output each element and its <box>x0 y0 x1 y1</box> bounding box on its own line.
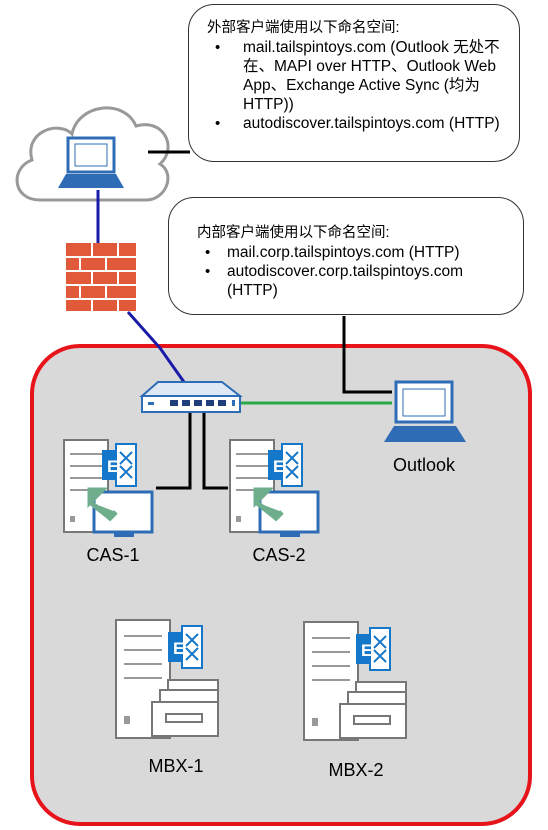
outlook-laptop-icon <box>384 380 466 442</box>
internal-callout-title: 内部客户端使用以下命名空间: <box>197 225 390 241</box>
mbx1-label: MBX-1 <box>148 756 204 776</box>
mbx2-server-icon <box>303 621 407 741</box>
external-namespace-list: mail.tailspintoys.com (Outlook 无处不在、MAPI… <box>207 38 509 133</box>
external-namespace-item: mail.tailspintoys.com (Outlook 无处不在、MAPI… <box>207 38 509 114</box>
link-firewall-switch <box>126 311 186 383</box>
link-switch-cas2 <box>202 412 228 490</box>
cas2-label: CAS-2 <box>252 545 306 565</box>
cas1-label: CAS-1 <box>86 545 140 565</box>
cas2-server-icon <box>229 439 320 537</box>
cas1-server-icon <box>63 439 154 537</box>
outlook-label: Outlook <box>392 455 456 475</box>
link-outlook-internal-callout <box>342 316 392 394</box>
exchange-icon <box>355 627 391 671</box>
external-namespace-item: autodiscover.tailspintoys.com (HTTP) <box>207 114 509 133</box>
external-callout-title: 外部客户端使用以下命名空间: <box>207 20 400 36</box>
storage-icon <box>339 681 407 739</box>
internal-namespace-list: mail.corp.tailspintoys.com (HTTP) autodi… <box>197 243 513 300</box>
exchange-site-boundary <box>30 344 532 826</box>
firewall-icon <box>66 243 136 311</box>
internal-namespace-item: autodiscover.corp.tailspintoys.com (HTTP… <box>197 262 513 300</box>
exchange-icon <box>267 443 303 487</box>
storage-icon <box>151 679 219 737</box>
link-switch-cas1 <box>156 412 192 490</box>
internal-namespace-item: mail.corp.tailspintoys.com (HTTP) <box>197 243 513 262</box>
external-namespaces-callout: 外部客户端使用以下命名空间: mail.tailspintoys.com (Ou… <box>188 4 520 162</box>
exchange-icon <box>167 625 203 669</box>
mbx1-server-icon <box>115 619 219 739</box>
switch-icon <box>139 381 243 413</box>
laptop-icon <box>58 136 124 188</box>
exchange-icon <box>101 443 137 487</box>
mbx2-label: MBX-2 <box>328 760 384 780</box>
internal-namespaces-callout: 内部客户端使用以下命名空间: mail.corp.tailspintoys.co… <box>168 197 524 315</box>
